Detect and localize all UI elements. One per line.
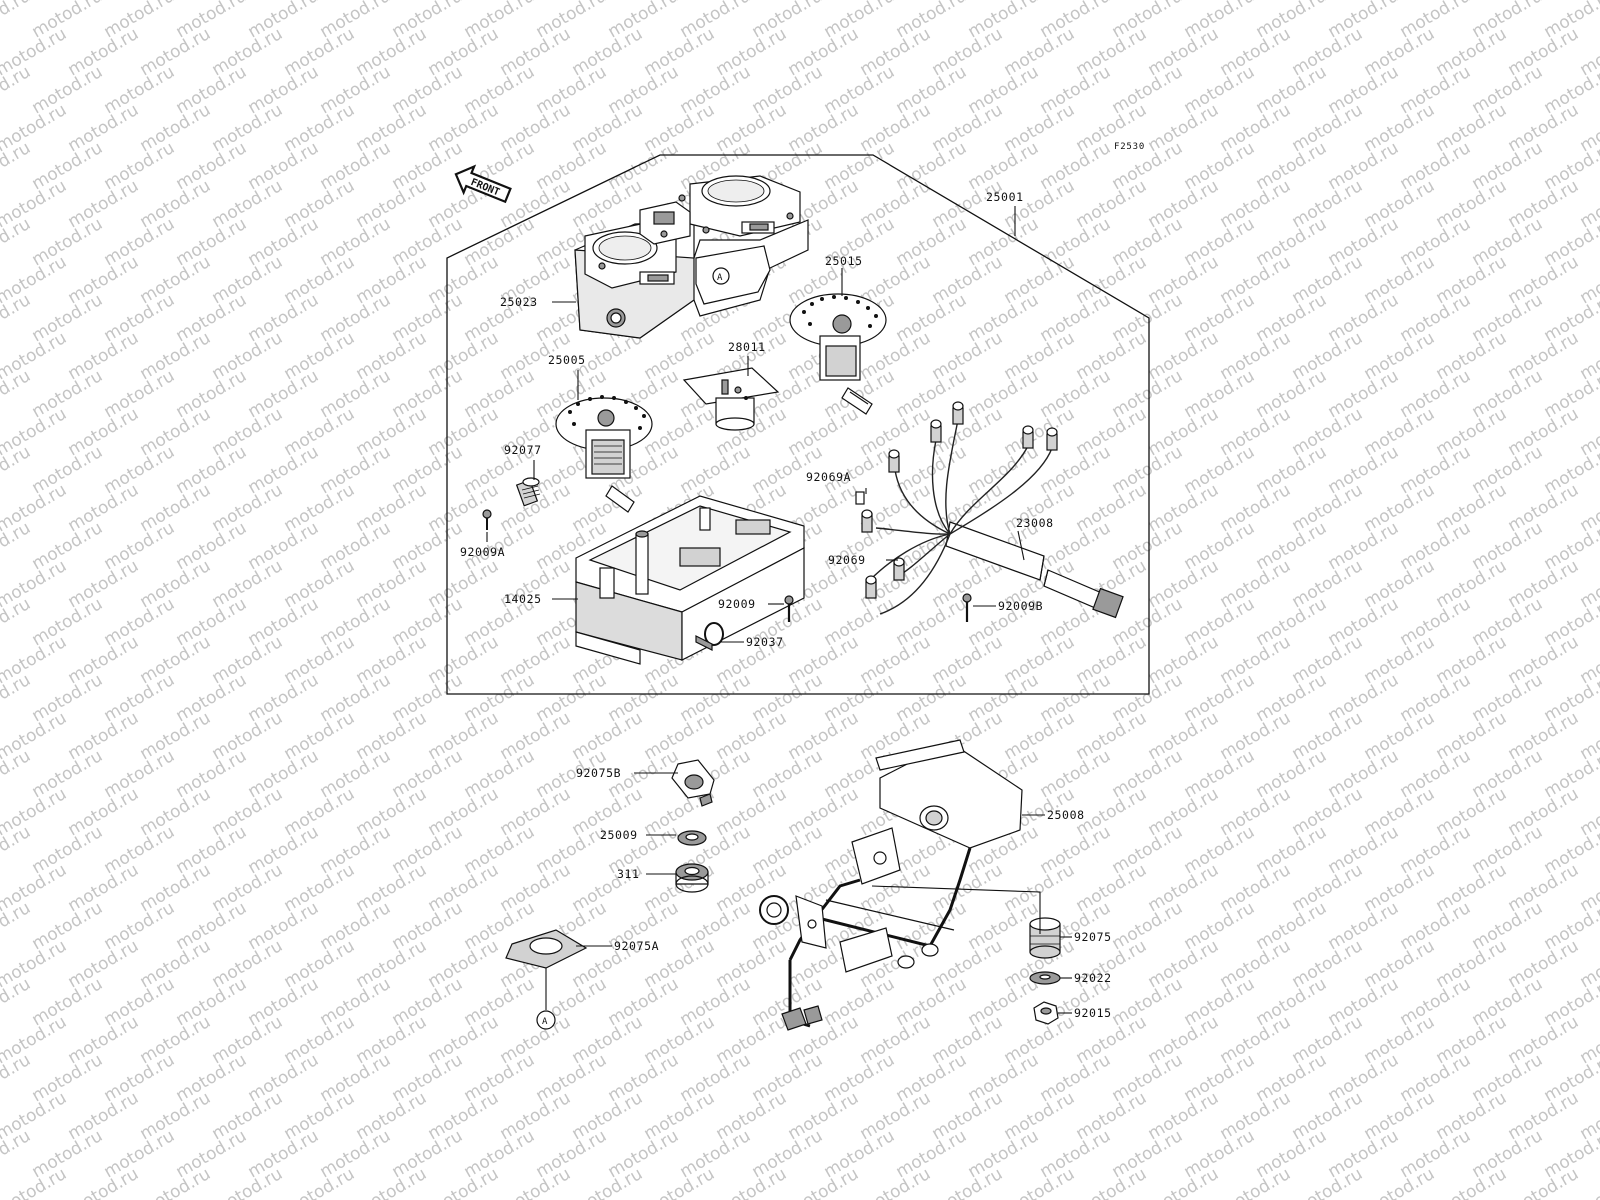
part-label-25005: 25005: [548, 353, 586, 367]
part-label-311: 311: [617, 867, 640, 881]
bulb-92069a: [855, 491, 865, 505]
washer-part-92022: [1029, 971, 1061, 985]
part-label-28011: 28011: [728, 340, 766, 354]
gear-part-92077: [515, 477, 541, 507]
screw-part-92009a: [482, 509, 492, 530]
part-label-92075b: 92075B: [576, 766, 621, 780]
part-label-92069a: 92069A: [806, 470, 851, 484]
part-label-92075: 92075: [1074, 930, 1112, 944]
speedometer-movement-part: [555, 395, 653, 513]
part-label-92009: 92009: [718, 597, 756, 611]
screw-part-92009b: [962, 593, 972, 622]
part-label-23008: 23008: [1016, 516, 1054, 530]
tachometer-movement-part: [789, 293, 887, 415]
part-label-92015: 92015: [1074, 1006, 1112, 1020]
figure-code: F2530: [1114, 142, 1145, 152]
washer-part-25009: [677, 830, 707, 846]
part-label-14025: 14025: [504, 592, 542, 606]
watermark-text: motod.ru: [1577, 0, 1600, 4]
collar-part-311: [675, 863, 709, 893]
wiring-harness-part: [855, 401, 1124, 619]
front-arrow: FRONT: [454, 164, 512, 204]
grommet-part-92075: [1029, 917, 1061, 959]
damper-part-92075a: [505, 929, 588, 969]
part-label-92022: 92022: [1074, 971, 1112, 985]
ref-mark-a-bottom: A: [536, 1010, 556, 1030]
sub-gauge-part: [682, 367, 780, 431]
part-label-92009b: 92009B: [998, 599, 1043, 613]
part-label-25023: 25023: [500, 295, 538, 309]
part-label-92075a: 92075A: [614, 939, 659, 953]
meter-bracket-part: [759, 739, 1023, 1031]
part-label-25015: 25015: [825, 254, 863, 268]
part-label-92037: 92037: [746, 635, 784, 649]
part-label-25008: 25008: [1047, 808, 1085, 822]
part-label-25009: 25009: [600, 828, 638, 842]
meter-housing-part: A: [574, 175, 809, 339]
ref-mark-a-label: A: [542, 1017, 548, 1027]
screw-part-92009: [784, 595, 794, 622]
ref-mark-a-housing: A: [717, 273, 723, 283]
part-label-92077: 92077: [504, 443, 542, 457]
part-label-92009a: 92009A: [460, 545, 505, 559]
part-label-92069: 92069: [828, 553, 866, 567]
part-label-25001: 25001: [986, 190, 1024, 204]
damper-part-92075b: [671, 759, 715, 807]
nut-part-92015: [1033, 1001, 1059, 1025]
